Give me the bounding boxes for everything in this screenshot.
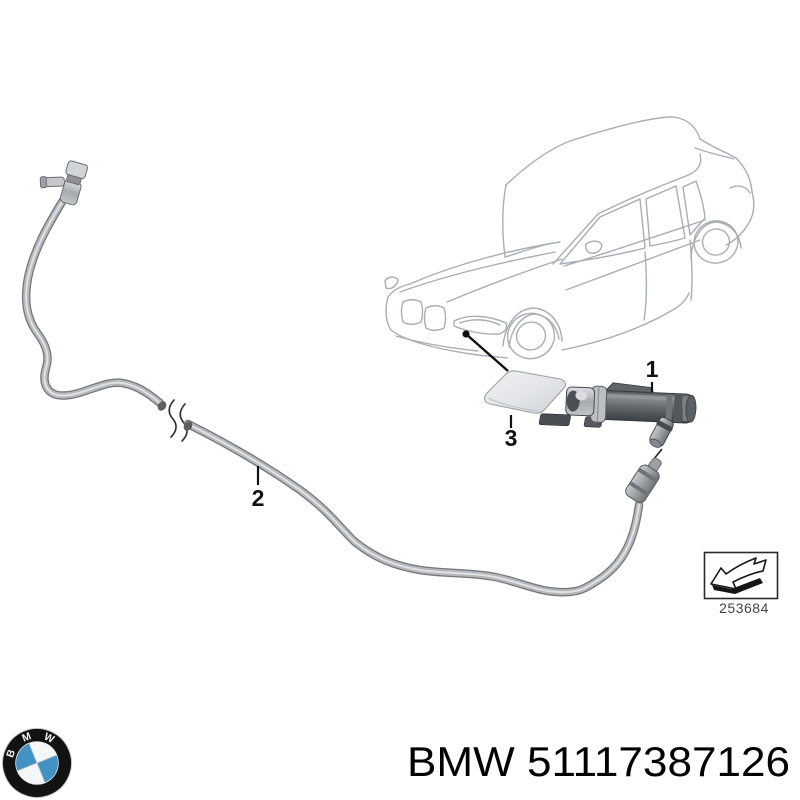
car-belt-line bbox=[563, 219, 706, 267]
car-leader-dot bbox=[462, 330, 470, 338]
hose-t-connector-drawing bbox=[39, 160, 89, 206]
part-label-1: 1 bbox=[646, 356, 659, 382]
part-label-3: 3 bbox=[505, 425, 518, 451]
direction-arrow-icon bbox=[710, 557, 767, 594]
car-fender-crease bbox=[446, 258, 563, 303]
part-number-text: BMW 51117387126 bbox=[407, 738, 790, 785]
car-far-headlight bbox=[384, 276, 399, 290]
car-rear-door-window bbox=[645, 185, 686, 247]
car-leader-line bbox=[465, 333, 509, 372]
direction-arrow-box: 253684 bbox=[703, 551, 779, 616]
part-callouts: 1 2 3 bbox=[252, 356, 659, 511]
break-squiggle-1 bbox=[168, 399, 177, 438]
nozzle-end-cap bbox=[685, 394, 697, 423]
car-door-seam-rear bbox=[689, 239, 693, 301]
car-shoulder-line bbox=[565, 239, 701, 291]
car-door-seam-front bbox=[643, 251, 648, 321]
car-rear-light bbox=[729, 185, 751, 194]
car-cowl bbox=[504, 242, 554, 258]
car-rear-wheel bbox=[693, 220, 739, 264]
bmw-roundel-logo: B M W bbox=[1, 728, 72, 798]
hose-cut-end-lower bbox=[183, 421, 193, 431]
car-rear-hatch-edge bbox=[735, 157, 753, 193]
hose-end-fitting-drawing bbox=[625, 457, 662, 504]
car-front-door-window bbox=[559, 198, 646, 265]
car-drip-rail bbox=[597, 153, 702, 215]
car-kidney-grille-left bbox=[400, 299, 424, 325]
cover-cap-drawing bbox=[484, 370, 566, 414]
logo-letter-b: B bbox=[4, 748, 18, 760]
nozzle-clip-left bbox=[538, 413, 571, 427]
nozzle-body-highlight bbox=[602, 393, 681, 401]
car-hood-front-edge bbox=[387, 283, 411, 298]
nozzle-end-band-2 bbox=[673, 393, 683, 423]
car-rear-wheel-rim bbox=[701, 228, 731, 256]
car-roof-far-edge bbox=[569, 116, 701, 142]
car-mirror bbox=[584, 240, 603, 254]
nozzle-elbow-stub bbox=[649, 416, 674, 448]
car-far-a-pillar bbox=[502, 184, 507, 258]
logo-letter-w: W bbox=[42, 731, 56, 746]
car-front-wheel-arch bbox=[502, 307, 563, 347]
washer-hose-drawing bbox=[21, 197, 644, 597]
car-leader bbox=[462, 330, 509, 372]
hose-lower-segment bbox=[183, 419, 644, 597]
part-label-2: 2 bbox=[252, 485, 265, 511]
car-roof-front-edge bbox=[505, 140, 571, 186]
hose-break-marks bbox=[168, 399, 188, 442]
car-headlight-inner bbox=[459, 319, 501, 326]
nozzle-head-shine bbox=[575, 390, 588, 401]
car-front-wheel-rim bbox=[515, 321, 547, 351]
car-hood-line bbox=[409, 241, 561, 285]
car-sill-line bbox=[561, 292, 690, 351]
car-front-bumper bbox=[385, 296, 508, 359]
car-rear-bumper bbox=[725, 191, 755, 246]
connector-cap bbox=[65, 160, 89, 179]
fitting-body bbox=[625, 464, 660, 504]
car-outline-drawing bbox=[384, 116, 755, 360]
car-bumper-inner-line bbox=[395, 335, 479, 352]
hose-cut-end-upper bbox=[157, 401, 167, 411]
connector-side-stub-cap bbox=[39, 176, 47, 189]
car-hood-crease bbox=[399, 251, 556, 293]
car-headlight bbox=[453, 315, 508, 335]
car-a-pillar bbox=[552, 213, 599, 265]
hose-upper-segment bbox=[21, 197, 167, 411]
car-rear-spoiler bbox=[699, 138, 737, 159]
reference-code: 253684 bbox=[719, 600, 769, 616]
cover-cap-edge-highlight bbox=[487, 397, 540, 412]
car-quarter-window bbox=[682, 180, 706, 236]
car-kidney-grille-right bbox=[423, 305, 447, 331]
car-rear-spoiler-line bbox=[694, 147, 735, 160]
nozzle-end-band-1 bbox=[665, 394, 673, 421]
washer-nozzle-drawing bbox=[538, 382, 697, 504]
car-front-wheel bbox=[506, 312, 556, 360]
